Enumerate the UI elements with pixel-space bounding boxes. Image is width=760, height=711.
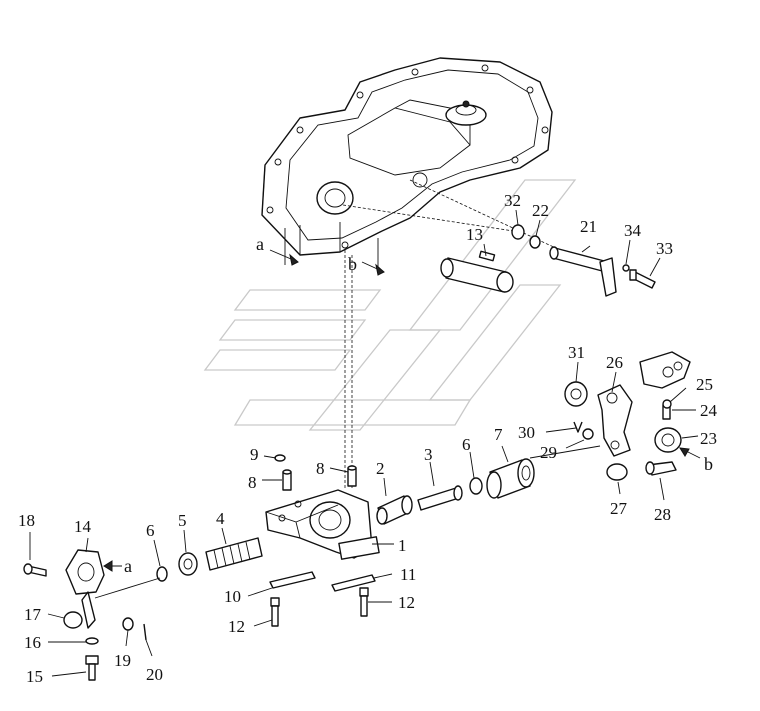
- label-part-10: 10: [224, 587, 241, 606]
- label-part-9: 9: [250, 445, 259, 464]
- label-part-24: 24: [700, 401, 718, 420]
- label-part-34: 34: [624, 221, 642, 240]
- transmission-housing: [261, 57, 553, 256]
- label-part-29: 29: [540, 443, 557, 462]
- label-part-3: 3: [424, 445, 433, 464]
- label-part-32: 32: [504, 191, 521, 210]
- reference-arrows: [103, 249, 701, 572]
- upper-shaft-assembly: [342, 179, 656, 297]
- label-part-7: 7: [494, 425, 503, 444]
- valve-assembly: [156, 454, 535, 627]
- label-part-6-right: 6: [462, 435, 471, 454]
- label-part-26: 26: [606, 353, 623, 372]
- ref-a-left: a: [124, 556, 132, 576]
- label-part-12-left: 12: [228, 617, 245, 636]
- label-part-30: 30: [518, 423, 535, 442]
- centerlines: [284, 228, 379, 490]
- label-part-4: 4: [216, 509, 225, 528]
- leader-lines: [29, 209, 699, 677]
- linkage-assembly: [529, 351, 691, 481]
- label-part-2: 2: [376, 459, 385, 478]
- label-part-11: 11: [400, 565, 416, 584]
- label-part-16: 16: [24, 633, 41, 652]
- label-part-23: 23: [700, 429, 717, 448]
- label-part-20: 20: [146, 665, 163, 684]
- label-part-8-left: 8: [248, 473, 257, 492]
- ref-b-right: b: [704, 454, 713, 474]
- label-part-15: 15: [26, 667, 43, 686]
- label-part-33: 33: [656, 239, 673, 258]
- label-part-25: 25: [696, 375, 713, 394]
- reference-letters: a b a b: [124, 234, 713, 576]
- label-part-5: 5: [178, 511, 187, 530]
- label-part-27: 27: [610, 499, 628, 518]
- ref-b-top: b: [348, 254, 357, 274]
- label-part-1: 1: [398, 536, 407, 555]
- part-labels: 1 2 3 4 5 6 6 7 8 8 9 10 11 12 12 13 14 …: [18, 191, 718, 686]
- label-part-12-right: 12: [398, 593, 415, 612]
- label-part-21: 21: [580, 217, 597, 236]
- label-part-28: 28: [654, 505, 671, 524]
- label-part-19: 19: [114, 651, 131, 670]
- label-part-17: 17: [24, 605, 42, 624]
- label-part-8-right: 8: [316, 459, 325, 478]
- label-part-13: 13: [466, 225, 483, 244]
- label-part-6-left: 6: [146, 521, 155, 540]
- label-part-31: 31: [568, 343, 585, 362]
- label-part-14: 14: [74, 517, 92, 536]
- label-part-18: 18: [18, 511, 35, 530]
- lever-assembly: [23, 549, 161, 681]
- label-part-22: 22: [532, 201, 549, 220]
- ref-a-top: a: [256, 234, 264, 254]
